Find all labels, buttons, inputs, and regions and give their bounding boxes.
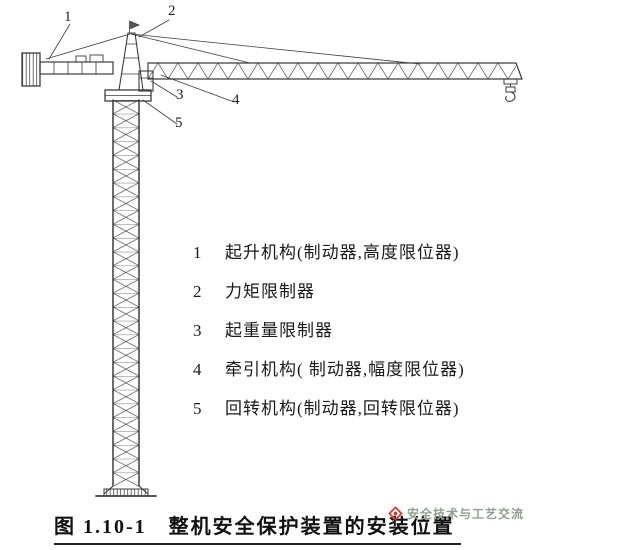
legend-item-text: 起升机构(制动器,高度限位器) (225, 243, 460, 262)
jib (147, 62, 523, 80)
callout-label-4: 4 (232, 92, 240, 108)
leader-1 (48, 23, 71, 60)
pendant-ropes (45, 33, 421, 65)
slewing-platform (104, 89, 152, 102)
tower-mast (112, 99, 140, 487)
tower-head (118, 20, 144, 91)
pennant-flag (129, 20, 140, 33)
legend-item: 3 起重量限制器 (193, 316, 465, 341)
hoist-winch (89, 54, 104, 63)
watermark-text: 安全技术与工艺交流 (407, 507, 525, 521)
callout-label-2: 2 (168, 3, 176, 19)
legend-item-text: 力矩限制器 (225, 282, 315, 301)
counterweight (21, 52, 41, 87)
leader-2 (138, 19, 170, 38)
callout-label-1: 1 (64, 9, 72, 25)
leader-5 (142, 99, 178, 125)
leader-lines (48, 19, 235, 125)
legend-item-number: 5 (193, 399, 203, 418)
legend-item-number: 1 (193, 243, 203, 262)
callout-label-3: 3 (176, 87, 184, 103)
trolley-and-hook (503, 78, 518, 102)
legend-item-number: 4 (193, 360, 203, 379)
legend-item-text: 起重量限制器 (225, 321, 333, 340)
legend-item: 5 回转机构(制动器,回转限位器) (193, 394, 465, 419)
machinery-box (75, 55, 87, 63)
legend-item: 4 牵引机构( 制动器,幅度限位器) (193, 355, 465, 380)
legend-item: 1 起升机构(制动器,高度限位器) (193, 238, 465, 263)
callout-label-5: 5 (175, 115, 183, 131)
legend-item-text: 回转机构(制动器,回转限位器) (225, 399, 460, 418)
legend-item-number: 3 (193, 321, 203, 340)
leader-4 (160, 74, 235, 103)
leader-3 (150, 80, 178, 98)
watermark-logo-icon (388, 506, 403, 521)
tower-base (95, 485, 157, 497)
hook-icon (505, 91, 516, 102)
legend-item-text: 牵引机构( 制动器,幅度限位器) (225, 360, 465, 379)
legend-item-number: 2 (193, 282, 203, 301)
watermark: 安全技术与工艺交流 (388, 505, 524, 522)
legend-item: 2 力矩限制器 (193, 277, 465, 302)
figure-caption: 图 1.10-1 整机安全保护装置的安装位置 (54, 510, 461, 545)
legend: 1 起升机构(制动器,高度限位器) 2 力矩限制器 3 起重量限制器 4 牵引机… (193, 238, 465, 433)
